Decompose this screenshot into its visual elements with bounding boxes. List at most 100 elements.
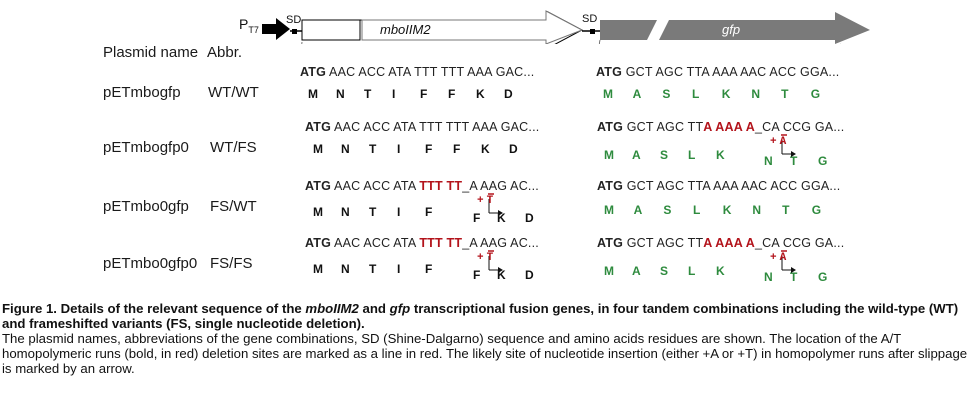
caption-body: The plasmid names, abbreviations of the …	[2, 331, 968, 376]
codon-segment: A AAA A	[703, 120, 755, 134]
codon-segment: ATG	[305, 120, 332, 134]
plasmid-abbr: WT/WT	[208, 84, 259, 101]
caption-title-part: mboIIM2	[305, 301, 359, 316]
promoter-arrow	[262, 18, 290, 40]
amino-acid: I	[392, 87, 396, 101]
insertion-arrow-icon	[781, 250, 796, 273]
codon-sequence: ATG GCT AGC TTA AAA A_CA CCG GA...	[597, 120, 844, 134]
insertion-label: +T	[477, 195, 497, 207]
amino-acid: M	[604, 203, 614, 217]
amino-acid: A	[632, 148, 641, 162]
gene-label-gfp: gfp	[722, 22, 741, 37]
codon-segment: ATG	[597, 236, 624, 250]
plasmid-name: pETmbo0gfp0	[103, 255, 198, 272]
amino-acid: T	[782, 203, 790, 217]
amino-acid: N	[341, 205, 350, 219]
codon-sequence: ATG GCT AGC TTA AAA AAC ACC GGA...	[597, 179, 840, 193]
amino-acid: G	[818, 270, 828, 284]
plasmid-abbr: WT/FS	[210, 139, 257, 156]
promoter-label: PT7	[239, 16, 259, 35]
plasmid-abbr: FS/WT	[210, 198, 257, 215]
sd-label-1: SD	[286, 14, 302, 26]
amino-acid: D	[525, 211, 534, 225]
codon-segment: GCT AGC TTA AAA AAC ACC GGA...	[623, 179, 841, 193]
codon-segment: AAC ACC ATA TTT TTT AAA GAC...	[331, 120, 540, 134]
amino-acid: N	[336, 87, 345, 101]
amino-acid: M	[313, 142, 323, 156]
amino-acid: M	[604, 148, 614, 162]
amino-acid: I	[397, 142, 401, 156]
insertion-marker: +A	[770, 134, 799, 160]
amino-acid: K	[716, 264, 725, 278]
amino-acid: T	[369, 142, 377, 156]
codon-segment: _A AAG AC...	[462, 236, 539, 250]
amino-acid: F	[448, 87, 456, 101]
amino-acid: N	[764, 154, 773, 168]
plasmid-name: pETmbogfp0	[103, 139, 189, 156]
insertion-arrow-icon	[781, 134, 796, 157]
amino-acid: S	[662, 87, 671, 101]
gfp-gene-arrow-body	[659, 12, 870, 44]
plasmid-name: pETmbo0gfp	[103, 198, 189, 215]
codon-sequence: ATG AAC ACC ATA TTT TT_A AAG AC...	[305, 236, 539, 250]
caption-title: Figure 1. Details of the relevant sequen…	[2, 301, 970, 331]
amino-acid: K	[722, 203, 732, 217]
insertion-label: +A	[770, 136, 790, 148]
codon-segment: ATG	[597, 179, 624, 193]
amino-acid: F	[453, 142, 461, 156]
amino-acid: F	[425, 205, 433, 219]
amino-acid: F	[425, 142, 433, 156]
amino-acid: M	[308, 87, 318, 101]
amino-acid: K	[476, 87, 485, 101]
insertion-arrow-icon	[488, 250, 503, 273]
amino-acid: M	[313, 262, 323, 276]
abbr-header: Abbr.	[207, 44, 243, 61]
amino-acid: F	[420, 87, 428, 101]
caption-title-part: gfp	[389, 301, 411, 316]
amino-acid: S	[663, 203, 672, 217]
amino-acid: T	[369, 262, 377, 276]
amino-acid: N	[341, 142, 350, 156]
amino-acid: T	[790, 154, 798, 168]
amino-acid: N	[752, 203, 762, 217]
codon-segment: _CA CCG GA...	[754, 236, 845, 250]
amino-acid: F	[473, 268, 481, 282]
codon-sequence: ATG AAC ACC ATA TTT TTT AAA GAC...	[305, 120, 539, 134]
amino-acid: M	[603, 87, 613, 101]
gene-map: PT7 SD SD mboIIM2 gfp	[0, 0, 974, 44]
amino-acid: K	[497, 268, 506, 282]
promoter-subscript: T7	[248, 24, 259, 35]
codon-segment: ATG	[305, 179, 332, 193]
gene-map-graphic	[262, 10, 870, 44]
codon-sequence: ATG AAC ACC ATA TTT TT_A AAG AC...	[305, 179, 539, 193]
amino-acid: L	[688, 264, 696, 278]
codon-segment: AAC ACC ATA	[331, 179, 420, 193]
amino-acid: N	[764, 270, 773, 284]
amino-acid: G	[810, 87, 821, 101]
codon-segment: ATG	[597, 120, 624, 134]
amino-acid: A	[632, 87, 642, 101]
codon-sequence: ATG AAC ACC ATA TTT TTT AAA GAC...	[300, 65, 534, 79]
amino-acid: L	[688, 148, 696, 162]
plasmid-abbr: FS/FS	[210, 255, 253, 272]
amino-acid: T	[364, 87, 372, 101]
amino-acid: L	[693, 203, 701, 217]
plasmid-row: pETmbogfp0 WT/FS ATG AAC ACC ATA TTT TTT A…	[0, 120, 974, 176]
amino-acid: K	[497, 211, 506, 225]
amino-acid: N	[751, 87, 761, 101]
plasmid-row: pETmbo0gfp FS/WT ATG AAC ACC ATA TTT TT_A …	[0, 179, 974, 235]
amino-acid: S	[660, 264, 669, 278]
amino-acid: M	[313, 205, 323, 219]
codon-segment: GCT AGC TT	[623, 236, 704, 250]
insertion-marker: +T	[477, 193, 506, 219]
amino-acid: N	[341, 262, 350, 276]
codon-segment: A AAA A	[703, 236, 755, 250]
amino-acid: A	[632, 264, 641, 278]
codon-segment: GCT AGC TTA AAA AAC ACC GGA...	[622, 65, 840, 79]
insertion-arrow-icon	[488, 193, 503, 216]
plasmid-name: pETmbogfp	[103, 84, 181, 101]
amino-acid: F	[473, 211, 481, 225]
insertion-label: +A	[770, 252, 790, 264]
amino-acid: K	[721, 87, 731, 101]
codon-segment: GCT AGC TT	[623, 120, 704, 134]
